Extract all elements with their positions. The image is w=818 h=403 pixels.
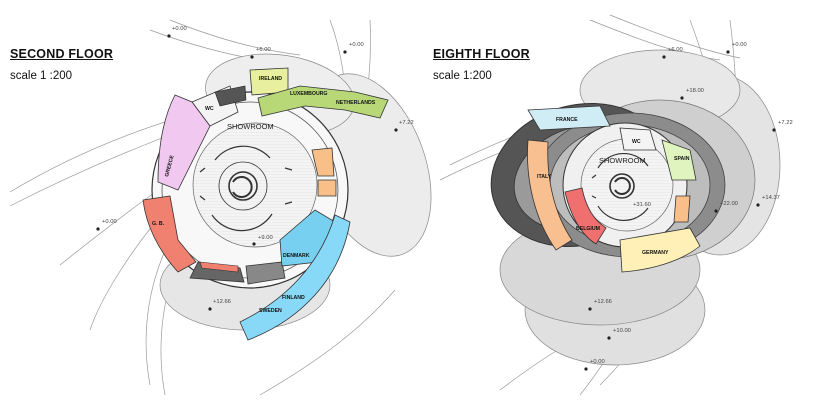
second-floor-title: SECOND FLOOR	[10, 47, 114, 61]
level-marker: +10.00	[613, 328, 631, 334]
showroom-label: SHOWROOM	[227, 122, 274, 131]
elevation-symbols	[96, 34, 776, 371]
room-gb	[142, 195, 197, 273]
showroom-label: SHOWROOM	[599, 156, 646, 165]
level-marker: +12.66	[594, 299, 612, 305]
level-marker: +0.00	[172, 26, 187, 32]
room-orange-right-2	[317, 179, 337, 197]
showroom-floor	[192, 122, 318, 248]
label-italy: ITALY	[537, 174, 552, 180]
room-orange-right	[311, 147, 335, 177]
second-floor-scale: scale 1 :200	[10, 70, 73, 82]
room-red-strip	[199, 261, 239, 273]
eighth-floor-plan: SHOWROOM FRANCE WC SPAIN ITALY BELGIUM G…	[439, 14, 793, 396]
room-wc	[619, 127, 657, 151]
label-denmark: DENMARK	[283, 253, 310, 259]
stair-core	[591, 152, 649, 222]
room-belgium	[564, 187, 607, 245]
label-wc: WC	[205, 106, 214, 112]
label-ireland: IRELAND	[259, 76, 282, 82]
room-finland-sweden	[239, 214, 351, 341]
level-marker: +22.00	[720, 201, 738, 207]
stair-core	[199, 145, 293, 232]
room-orange-right	[673, 195, 691, 223]
level-marker: +7.22	[399, 120, 414, 126]
label-gb: G. B.	[152, 221, 165, 227]
label-sweden: SWEDEN	[259, 308, 282, 314]
level-marker: +6.00	[256, 47, 271, 53]
room-gray-bottom	[245, 261, 286, 285]
corridor-dark-left	[214, 85, 247, 107]
label-greece: GREECE	[164, 154, 176, 177]
room-spain	[661, 139, 697, 181]
label-germany: GERMANY	[642, 250, 669, 256]
room-luxembourg-netherlands	[257, 85, 389, 119]
level-marker: +14.37	[762, 195, 780, 201]
eighth-floor-title: EIGHTH FLOOR	[433, 47, 530, 61]
level-marker: +18.00	[686, 88, 704, 94]
level-marker: +12.66	[213, 299, 231, 305]
label-finland: FINLAND	[282, 295, 305, 301]
label-france: FRANCE	[556, 117, 578, 123]
level-marker: +0.00	[590, 359, 605, 365]
room-greece	[157, 94, 211, 191]
level-marker: +6.00	[668, 47, 683, 53]
level-marker: +0.00	[732, 42, 747, 48]
level-marker: +7.22	[778, 120, 793, 126]
level-marker: +9.00	[258, 235, 273, 241]
level-marker: +0.00	[102, 219, 117, 225]
room-italy	[527, 139, 573, 251]
second-floor-plan: SHOWROOM IRELAND LUXEMBOURG NETHERLANDS …	[9, 19, 432, 396]
label-wc: WC	[632, 139, 641, 145]
room-france	[527, 105, 611, 131]
label-netherlands: NETHERLANDS	[336, 100, 376, 106]
room-germany	[619, 227, 701, 273]
label-spain: SPAIN	[674, 156, 690, 162]
label-luxembourg: LUXEMBOURG	[290, 91, 327, 97]
level-marker: +31.60	[633, 202, 651, 208]
eighth-floor-scale: scale 1:200	[433, 70, 492, 82]
label-belgium: BELGIUM	[576, 226, 600, 232]
level-marker: +0.00	[349, 42, 364, 48]
